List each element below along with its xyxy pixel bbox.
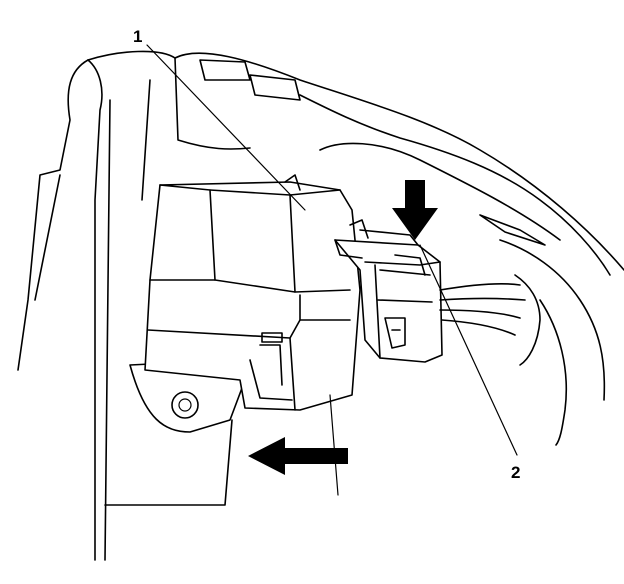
bracket-hole-inner — [178, 398, 192, 412]
slide-out-arrow — [248, 437, 348, 475]
wiring-harness — [439, 274, 541, 366]
callout-2: 2 — [511, 463, 520, 482]
reference-line — [329, 394, 339, 496]
callout-1: 1 — [133, 27, 142, 46]
left-trim-panel — [17, 59, 233, 561]
leader-line-2 — [419, 244, 518, 456]
control-module — [144, 174, 361, 411]
electrical-connector — [334, 219, 443, 363]
bracket-hole — [171, 391, 199, 419]
leader-line-1 — [146, 44, 306, 211]
dashboard-trim-outline — [87, 50, 624, 446]
push-down-arrow — [392, 180, 438, 240]
